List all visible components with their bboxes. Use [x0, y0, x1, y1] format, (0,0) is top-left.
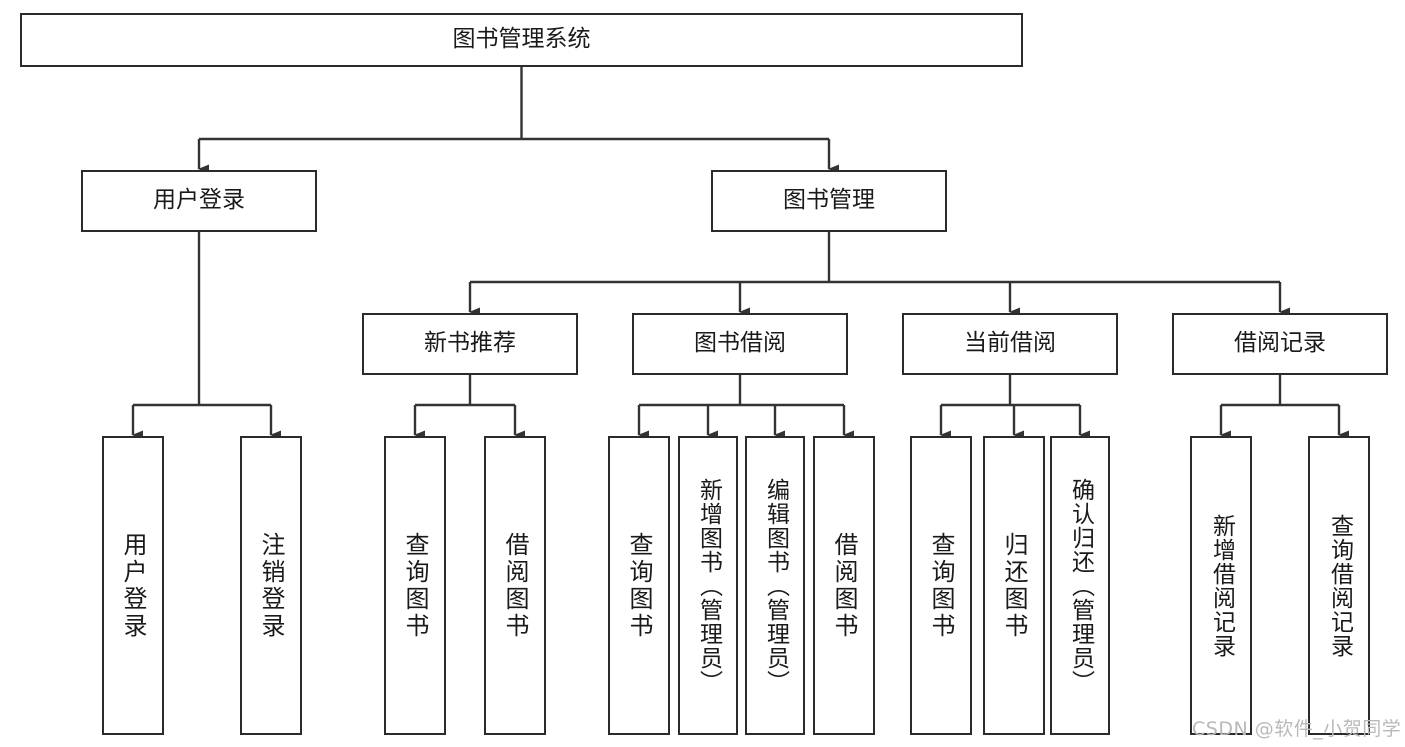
- node-label: 借阅图书: [830, 531, 858, 640]
- node-leaf-user-login[interactable]: 用户登录: [102, 436, 164, 735]
- node-root[interactable]: 图书管理系统: [20, 13, 1023, 67]
- node-label: 图书借阅: [694, 330, 786, 357]
- node-book-borrow[interactable]: 图书借阅: [632, 313, 848, 375]
- node-label: 确认归还（管理员）: [1067, 477, 1094, 694]
- node-current-borrow[interactable]: 当前借阅: [902, 313, 1118, 375]
- node-label: 当前借阅: [964, 330, 1056, 357]
- node-book-manage[interactable]: 图书管理: [711, 170, 947, 232]
- node-leaf-confirm-return[interactable]: 确认归还（管理员）: [1050, 436, 1110, 735]
- node-leaf-user-logout[interactable]: 注销登录: [240, 436, 302, 735]
- node-label: 查询图书: [401, 531, 429, 640]
- node-user-login[interactable]: 用户登录: [81, 170, 317, 232]
- node-leaf-query-book-3[interactable]: 查询图书: [910, 436, 972, 735]
- node-label: 查询图书: [625, 531, 653, 640]
- node-label: 查询图书: [927, 531, 955, 640]
- node-label: 图书管理系统: [452, 26, 591, 53]
- node-label: 归还图书: [1000, 531, 1028, 640]
- node-label: 用户登录: [119, 531, 147, 640]
- node-leaf-edit-book[interactable]: 编辑图书（管理员）: [745, 436, 805, 735]
- node-label: 查询借阅记录: [1326, 513, 1353, 658]
- node-leaf-add-book[interactable]: 新增图书（管理员）: [678, 436, 738, 735]
- node-label: 借阅记录: [1234, 330, 1326, 357]
- node-leaf-add-record[interactable]: 新增借阅记录: [1190, 436, 1252, 735]
- node-leaf-query-book-2[interactable]: 查询图书: [608, 436, 670, 735]
- node-leaf-borrow-book-1[interactable]: 借阅图书: [484, 436, 546, 735]
- node-leaf-query-record[interactable]: 查询借阅记录: [1308, 436, 1370, 735]
- node-borrow-record[interactable]: 借阅记录: [1172, 313, 1388, 375]
- node-label: 新增图书（管理员）: [695, 477, 722, 694]
- node-label: 图书管理: [783, 187, 875, 214]
- node-leaf-query-book-1[interactable]: 查询图书: [384, 436, 446, 735]
- node-label: 编辑图书（管理员）: [762, 477, 789, 694]
- node-label: 新书推荐: [424, 330, 516, 357]
- node-leaf-borrow-book-2[interactable]: 借阅图书: [813, 436, 875, 735]
- node-label: 借阅图书: [501, 531, 529, 640]
- node-label: 新增借阅记录: [1208, 513, 1235, 658]
- node-label: 注销登录: [257, 531, 285, 640]
- node-new-book-rec[interactable]: 新书推荐: [362, 313, 578, 375]
- node-leaf-return-book[interactable]: 归还图书: [983, 436, 1045, 735]
- node-label: 用户登录: [153, 187, 245, 214]
